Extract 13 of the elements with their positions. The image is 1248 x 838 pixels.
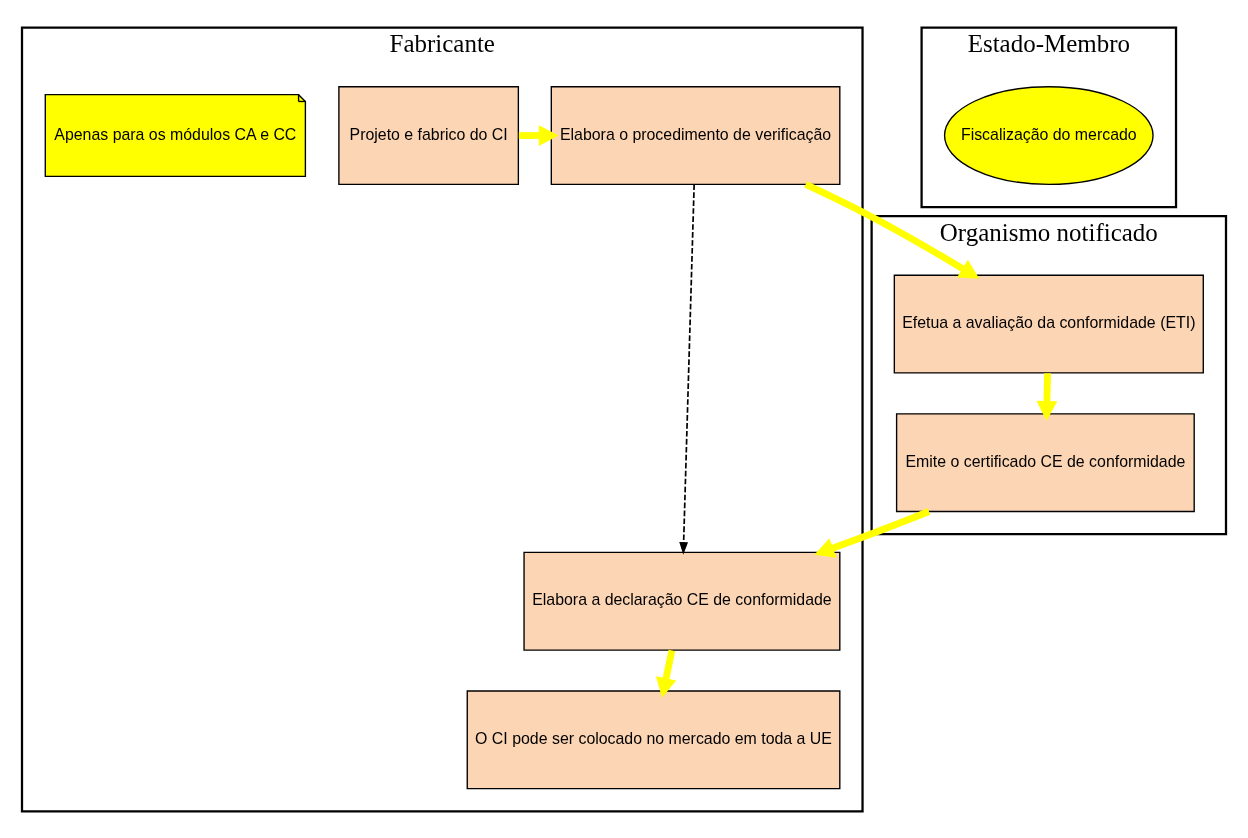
- node-box: Elabora a declaração CE de conformidade: [523, 551, 841, 651]
- arrow: [655, 649, 677, 698]
- node-box: Emite o certificado CE de conformidade: [895, 412, 1195, 512]
- node-ellipse: Fiscalização do mercado: [943, 85, 1154, 185]
- node-box: Projeto e fabrico do CI: [338, 85, 520, 185]
- arrow: [804, 180, 980, 279]
- arrow: [679, 183, 695, 555]
- node-box: O CI pode ser colocado no mercado em toda a UE: [466, 689, 841, 789]
- node-box: Efetua a avaliação da conformidade (ETI): [893, 274, 1204, 374]
- arrow: [518, 124, 559, 146]
- node-box: Elabora o procedimento de verificação: [550, 85, 841, 185]
- arrow: [814, 507, 931, 558]
- arrow: [1036, 372, 1058, 421]
